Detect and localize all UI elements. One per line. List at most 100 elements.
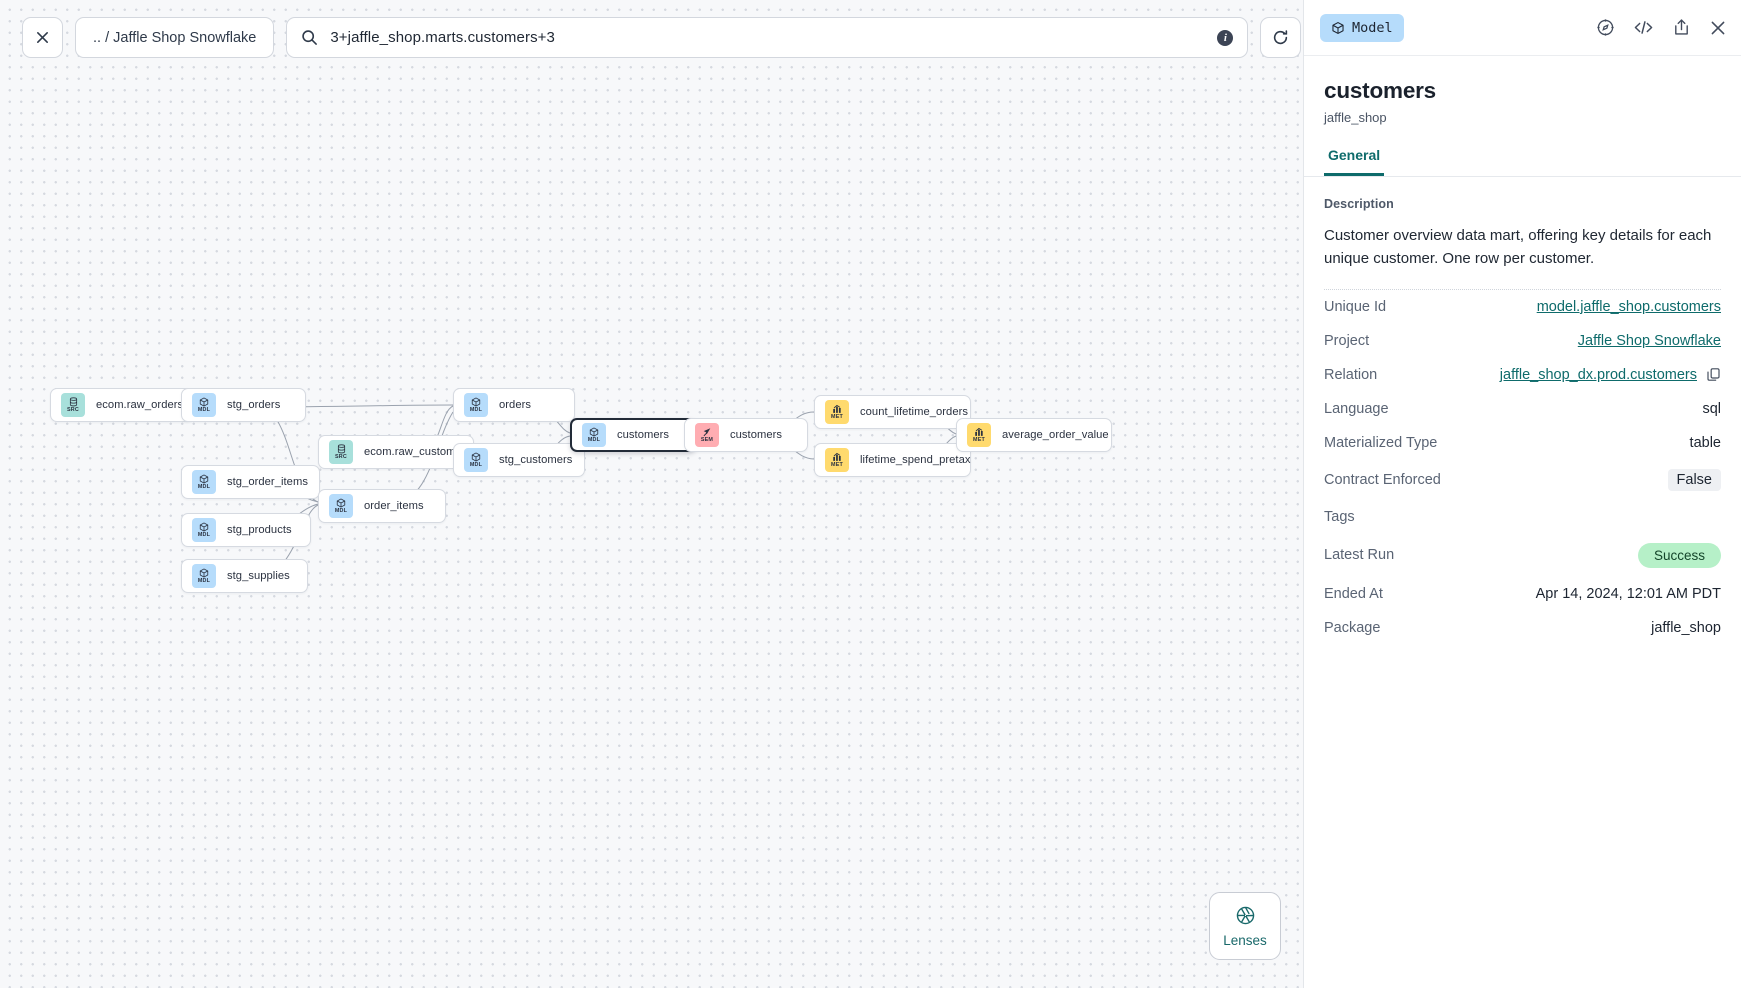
node-label: stg_order_items [227, 476, 308, 488]
node-type-badge-mdl-icon: MDL [464, 448, 488, 472]
node-type-badge-sem-icon: SEM [695, 423, 719, 447]
property-value[interactable]: jaffle_shop_dx.prod.customers [1499, 366, 1697, 383]
property-key: Package [1324, 619, 1381, 636]
lineage-node-count_lifetime_orders[interactable]: MET count_lifetime_orders [814, 395, 971, 429]
status-badge: Success [1637, 542, 1721, 568]
focus-icon[interactable] [1596, 18, 1615, 37]
node-label: stg_supplies [227, 570, 290, 582]
node-type-badge-mdl-icon: MDL [329, 494, 353, 518]
property-key: Relation [1324, 366, 1378, 383]
property-value[interactable]: Jaffle Shop Snowflake [1577, 332, 1721, 349]
panel-action-group [1596, 18, 1727, 37]
description-label: Description [1324, 197, 1394, 211]
node-type-abbr: MET [831, 414, 843, 421]
refresh-button[interactable] [1260, 17, 1302, 58]
property-key: Unique Id [1324, 298, 1387, 315]
node-type-abbr: MET [831, 462, 843, 469]
property-value: False [1667, 468, 1721, 491]
property-key: Contract Enforced [1324, 471, 1441, 488]
lineage-node-order_items[interactable]: MDL order_items [318, 489, 446, 523]
node-type-abbr: MDL [197, 407, 211, 414]
breadcrumb-label: .. / Jaffle Shop Snowflake [93, 29, 257, 46]
property-value: jaffle_shop [1651, 619, 1721, 636]
property-value[interactable]: model.jaffle_shop.customers [1536, 298, 1721, 315]
node-label: order_items [364, 500, 424, 512]
property-value-group: Success [1637, 542, 1721, 568]
close-icon [37, 32, 48, 43]
search-icon [301, 29, 318, 46]
node-label: stg_customers [499, 454, 573, 466]
node-type-abbr: MDL [197, 578, 211, 585]
breadcrumb[interactable]: .. / Jaffle Shop Snowflake [75, 17, 275, 58]
property-key: Project [1324, 332, 1370, 349]
detail-title-block: customers jaffle_shop [1304, 56, 1741, 125]
property-row: Contract Enforced False [1324, 460, 1721, 500]
property-key: Materialized Type [1324, 434, 1438, 451]
lineage-node-orders[interactable]: MDL orders [453, 388, 575, 422]
node-type-badge-met-icon: MET [825, 400, 849, 424]
lenses-button[interactable]: Lenses [1209, 892, 1281, 960]
detail-panel: Model [1303, 0, 1741, 988]
property-value-group: Apr 14, 2024, 12:01 AM PDT [1536, 586, 1721, 602]
lineage-node-ecom_raw_customers[interactable]: SRC ecom.raw_customers [318, 435, 474, 469]
property-row: Unique Id model.jaffle_shop.customers [1324, 290, 1721, 324]
property-value-group: sql [1702, 401, 1721, 417]
property-value-group: jaffle_shop_dx.prod.customers [1500, 367, 1721, 383]
lineage-node-stg_customers[interactable]: MDL stg_customers [453, 443, 585, 477]
description-text: Customer overview data mart, offering ke… [1324, 227, 1712, 267]
tab-general[interactable]: General [1324, 147, 1385, 176]
node-type-badge-mdl-icon: MDL [582, 423, 606, 447]
node-label: stg_products [227, 524, 292, 536]
lineage-node-stg_orders[interactable]: MDL stg_orders [181, 388, 306, 422]
property-value: table [1689, 434, 1721, 451]
property-value: sql [1702, 400, 1721, 417]
node-type-badge-src-icon: SRC [61, 393, 85, 417]
code-icon[interactable] [1633, 18, 1654, 37]
node-type-abbr: SEM [700, 437, 714, 444]
search-query-value: 3+jaffle_shop.marts.customers+3 [330, 29, 555, 46]
property-row: Tags [1324, 500, 1721, 534]
aperture-icon [1236, 906, 1254, 924]
property-key: Ended At [1324, 585, 1383, 602]
node-label: stg_orders [227, 399, 281, 411]
lineage-search-input[interactable]: 3+jaffle_shop.marts.customers+3 i [286, 17, 1249, 58]
info-icon[interactable]: i [1217, 29, 1234, 46]
refresh-icon [1274, 30, 1288, 45]
node-label: count_lifetime_orders [860, 406, 969, 418]
canvas-toolbar: .. / Jaffle Shop Snowflake 3+jaffle_shop… [22, 17, 1302, 58]
lineage-node-lifetime_spend_pretax[interactable]: MET lifetime_spend_pretax [814, 443, 971, 477]
property-value: Apr 14, 2024, 12:01 AM PDT [1535, 585, 1721, 602]
node-type-abbr: SRC [335, 454, 347, 461]
property-row: Materialized Type table [1324, 426, 1721, 460]
page-subtitle: jaffle_shop [1324, 110, 1387, 125]
node-type-abbr: MDL [469, 407, 483, 414]
node-type-abbr: MDL [334, 508, 348, 515]
detail-tabs: General [1304, 147, 1741, 177]
detail-panel-header: Model [1304, 0, 1741, 56]
node-type-badge-mdl-icon: MDL [464, 393, 488, 417]
node-label: orders [499, 399, 532, 411]
node-type-badge-mdl-icon: MDL [192, 393, 216, 417]
node-type-abbr: MDL [587, 437, 601, 444]
lineage-node-ecom_raw_orders[interactable]: SRC ecom.raw_orders [50, 388, 193, 422]
node-label: ecom.raw_customers [364, 446, 472, 458]
share-icon[interactable] [1672, 18, 1691, 37]
lineage-node-stg_supplies[interactable]: MDL stg_supplies [181, 559, 308, 593]
close-icon[interactable] [1709, 19, 1727, 37]
node-label: lifetime_spend_pretax [860, 454, 971, 466]
property-value-group: jaffle_shop [1651, 620, 1721, 636]
node-label: ecom.raw_orders [96, 399, 184, 411]
cube-icon [1332, 21, 1344, 34]
property-value-group: table [1690, 435, 1721, 451]
copy-icon[interactable] [1706, 367, 1721, 382]
node-type-chip[interactable]: Model [1320, 13, 1404, 42]
close-lineage-button[interactable] [22, 17, 63, 58]
